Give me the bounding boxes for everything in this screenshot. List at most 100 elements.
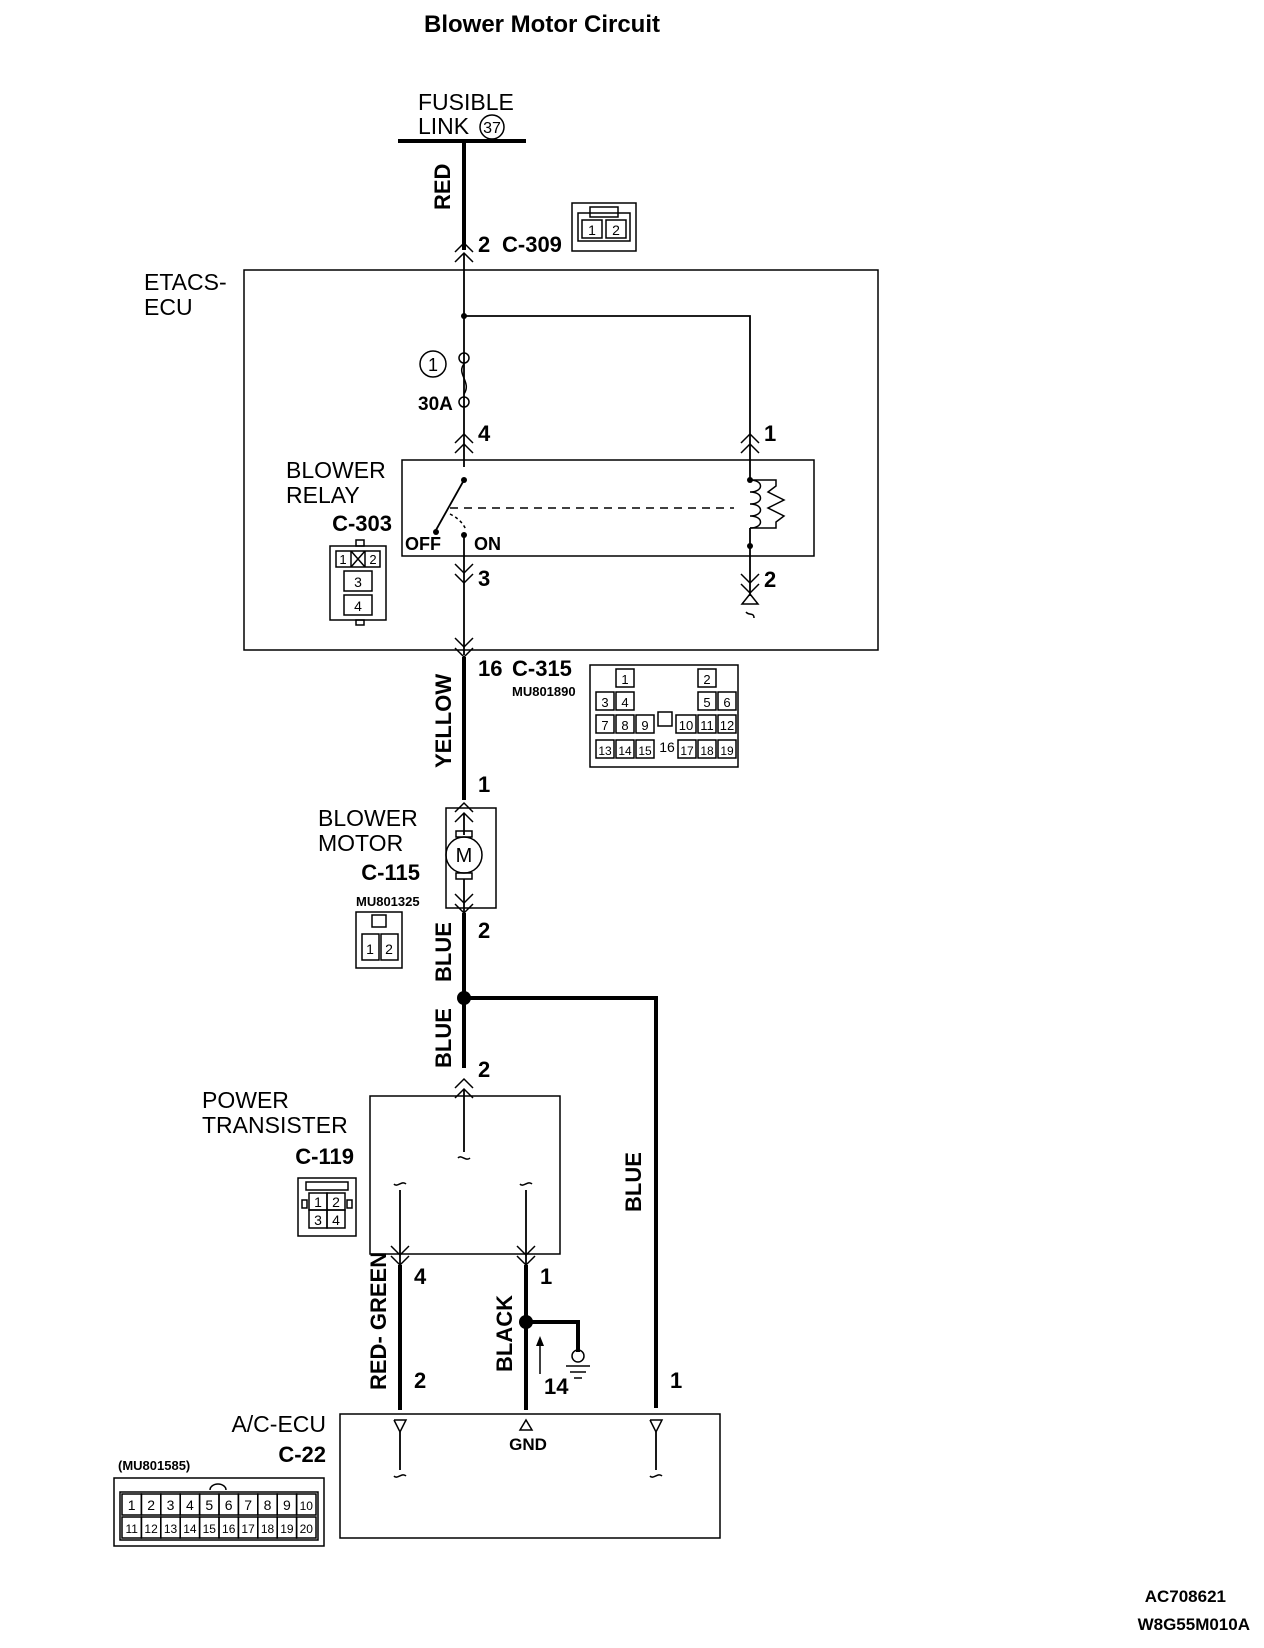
c303-connector-icon: 1 2 3 4 xyxy=(329,539,387,626)
connector-chevron xyxy=(454,637,474,649)
svg-text:2: 2 xyxy=(332,1194,340,1210)
switch-arc xyxy=(449,513,467,531)
svg-text:3: 3 xyxy=(354,574,362,590)
c22-pin-label: 17 xyxy=(241,1522,255,1536)
connector-chevron xyxy=(454,573,474,585)
c115-connector-icon: 1 2 xyxy=(355,911,403,969)
svg-text:9: 9 xyxy=(641,718,648,733)
c22-pin-cell xyxy=(295,1516,317,1539)
ac-ecu-pin-1: 1 xyxy=(670,1368,682,1393)
ground-number: 14 xyxy=(544,1374,569,1399)
wire-blue-branch xyxy=(464,996,658,1408)
svg-text:19: 19 xyxy=(720,744,734,758)
svg-text:2: 2 xyxy=(385,941,393,957)
c315-connector-icon: 1 2 3 4 5 6 7 8 9 10 11 12 13 14 15 16 1… xyxy=(589,664,739,768)
motor-symbol-label: M xyxy=(456,845,473,867)
diagram-title: Blower Motor Circuit xyxy=(424,11,660,38)
transistor-connector: C-119 xyxy=(295,1144,354,1169)
c309-name: C-309 xyxy=(502,232,562,257)
c22-pin-label: 13 xyxy=(164,1522,178,1536)
connector-chevron xyxy=(454,563,474,575)
connector-chevron xyxy=(454,1077,474,1089)
motor-part: MU801325 xyxy=(356,894,420,909)
relay-off-label: OFF xyxy=(405,534,441,554)
c22-pin-label: 9 xyxy=(283,1497,291,1513)
fuse-terminal xyxy=(458,352,470,364)
etacs-pin-4: 4 xyxy=(478,421,491,446)
relay-label-1: BLOWER xyxy=(286,457,386,483)
c22-pin-label: 19 xyxy=(280,1522,294,1536)
ground-terminal xyxy=(571,1349,585,1363)
wire-label-red-green: RED- GREEN xyxy=(366,1252,391,1390)
c22-pin-label: 14 xyxy=(183,1522,197,1536)
svg-text:2: 2 xyxy=(369,552,376,567)
connector-chevron xyxy=(454,442,474,454)
wire-coil-feed xyxy=(464,315,751,450)
fuse-number-circle xyxy=(419,350,447,378)
svg-text:14: 14 xyxy=(618,744,632,758)
svg-text:4: 4 xyxy=(621,695,628,710)
wire-break xyxy=(393,1474,407,1478)
svg-text:3: 3 xyxy=(601,695,608,710)
c22-pin-cell xyxy=(295,1493,317,1516)
c309-connector-icon: 1 2 xyxy=(571,202,637,252)
transistor-label-1: POWER xyxy=(202,1087,289,1113)
relay-switch-arm xyxy=(435,479,465,531)
motor-brush xyxy=(455,872,473,880)
c22-pin-label: 15 xyxy=(203,1522,217,1536)
c22-pin-label: 18 xyxy=(261,1522,275,1536)
relay-pin-3: 3 xyxy=(478,566,490,591)
svg-text:5: 5 xyxy=(703,695,710,710)
footer-code-1: AC708621 xyxy=(1145,1587,1226,1606)
c22-pin-label: 20 xyxy=(300,1522,314,1536)
connector-chevron xyxy=(454,432,474,444)
fusible-link-label-1: FUSIBLE xyxy=(418,89,514,115)
fusible-link-label-2: LINK xyxy=(418,113,470,139)
motor-brush xyxy=(455,830,473,838)
motor-label-1: BLOWER xyxy=(318,805,418,831)
c315-name: C-315 xyxy=(512,656,572,681)
c315-pin: 16 xyxy=(478,656,502,681)
wire-label-black: BLACK xyxy=(492,1295,517,1372)
svg-text:6: 6 xyxy=(723,695,730,710)
svg-text:2: 2 xyxy=(612,222,620,238)
connector-chevron xyxy=(740,573,760,585)
svg-text:1: 1 xyxy=(366,941,374,957)
wire-break xyxy=(519,1182,533,1186)
etacs-ecu-box xyxy=(243,269,879,651)
c22-pin-label: 12 xyxy=(144,1522,158,1536)
svg-text:1: 1 xyxy=(314,1194,322,1210)
c22-pin-label: 5 xyxy=(205,1497,213,1513)
etacs-label-1: ETACS- xyxy=(144,269,227,295)
transistor-label-2: TRANSISTER xyxy=(202,1112,348,1138)
svg-text:10: 10 xyxy=(679,718,693,733)
transistor-pin-4: 4 xyxy=(414,1264,427,1289)
c315-part: MU801890 xyxy=(512,684,576,699)
svg-text:8: 8 xyxy=(621,718,628,733)
svg-text:7: 7 xyxy=(601,718,608,733)
power-transistor-box xyxy=(369,1095,561,1255)
c22-pin-label: 3 xyxy=(167,1497,175,1513)
ecu-input-symbol xyxy=(393,1419,408,1434)
svg-text:12: 12 xyxy=(720,718,734,733)
svg-text:3: 3 xyxy=(314,1212,322,1228)
c22-pin-label: 7 xyxy=(244,1497,252,1513)
etacs-label-2: ECU xyxy=(144,294,193,320)
ac-ecu-box xyxy=(339,1413,721,1539)
fuse-number: 1 xyxy=(428,355,438,375)
relay-resistor xyxy=(750,479,786,529)
fusible-link-number: 37 xyxy=(483,120,501,137)
svg-text:11: 11 xyxy=(700,718,714,733)
connector-chevron xyxy=(454,893,474,905)
svg-text:18: 18 xyxy=(700,744,714,758)
c22-pin-label: 2 xyxy=(147,1497,155,1513)
ecu-input-symbol xyxy=(649,1419,664,1434)
c22-pin-label: 1 xyxy=(128,1497,136,1513)
relay-on-label: ON xyxy=(474,534,501,554)
wire-break xyxy=(457,1156,471,1160)
motor-pin-2: 2 xyxy=(478,918,490,943)
relay-label-2: RELAY xyxy=(286,482,360,508)
c309-pin: 2 xyxy=(478,232,490,257)
etacs-pin-2: 2 xyxy=(764,567,776,592)
